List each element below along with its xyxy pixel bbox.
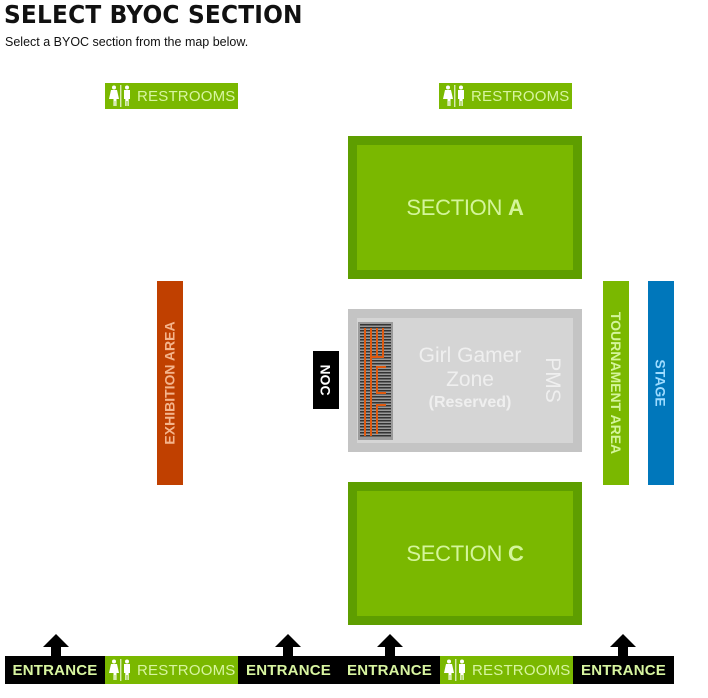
entrance-label: ENTRANCE (347, 661, 432, 679)
restrooms-bottom-left: RESTROOMS (105, 656, 238, 684)
noc-label: NOC (318, 364, 334, 396)
pms-label: PMS (541, 357, 565, 403)
restroom-icon (109, 85, 133, 107)
entrance-label: ENTRANCE (12, 661, 98, 679)
entrance-2: ENTRANCE (238, 656, 339, 684)
arrow-up-icon (377, 634, 403, 661)
pms-area: PMS (537, 340, 567, 420)
girl-gamer-zone: Girl Gamer Zone (Reserved) PMS (348, 309, 582, 452)
restrooms-label: RESTROOMS (137, 87, 236, 105)
noc-area: NOC (313, 351, 339, 409)
tournament-area: TOURNAMENT AREA (603, 281, 629, 485)
entrance-label: ENTRANCE (581, 661, 666, 679)
restrooms-label: RESTROOMS (471, 87, 570, 105)
restrooms-label: RESTROOMS (472, 661, 571, 679)
entrance-1: ENTRANCE (5, 656, 105, 684)
page-title: SELECT BYOC SECTION (4, 0, 303, 29)
restroom-icon (443, 85, 467, 107)
tournament-label: TOURNAMENT AREA (608, 311, 624, 455)
girl-gamer-zone-line1: Girl Gamer (418, 344, 522, 367)
entrance-label: ENTRANCE (246, 661, 331, 679)
exhibition-label: EXHIBITION AREA (162, 321, 178, 445)
restrooms-top-left: RESTROOMS (105, 83, 238, 109)
restroom-icon (444, 659, 468, 681)
restrooms-bottom-right: RESTROOMS (440, 656, 573, 684)
arrow-up-icon (275, 634, 301, 661)
girl-gamer-zone-line2: Zone (446, 368, 494, 391)
section-c-prefix: SECTION (406, 540, 503, 566)
section-a-prefix: SECTION (406, 194, 503, 220)
restroom-icon (109, 659, 133, 681)
stage-label: STAGE (653, 359, 670, 407)
stage-area: STAGE (648, 281, 674, 485)
restrooms-top-right: RESTROOMS (439, 83, 572, 109)
entrance-3: ENTRANCE (339, 656, 440, 684)
arrow-up-icon (610, 634, 636, 661)
reserved-status: (Reserved) (428, 394, 512, 411)
exhibition-area: EXHIBITION AREA (157, 281, 183, 485)
page-subtitle: Select a BYOC section from the map below… (5, 35, 249, 49)
pms-equipment-graphic (358, 322, 393, 440)
section-a-letter: A (508, 194, 524, 220)
entrance-4: ENTRANCE (573, 656, 674, 684)
restrooms-label: RESTROOMS (137, 661, 236, 679)
girl-gamer-zone-label: Girl Gamer Zone (Reserved) (405, 344, 535, 414)
arrow-up-icon (43, 634, 69, 661)
section-c-letter: C (508, 540, 524, 566)
